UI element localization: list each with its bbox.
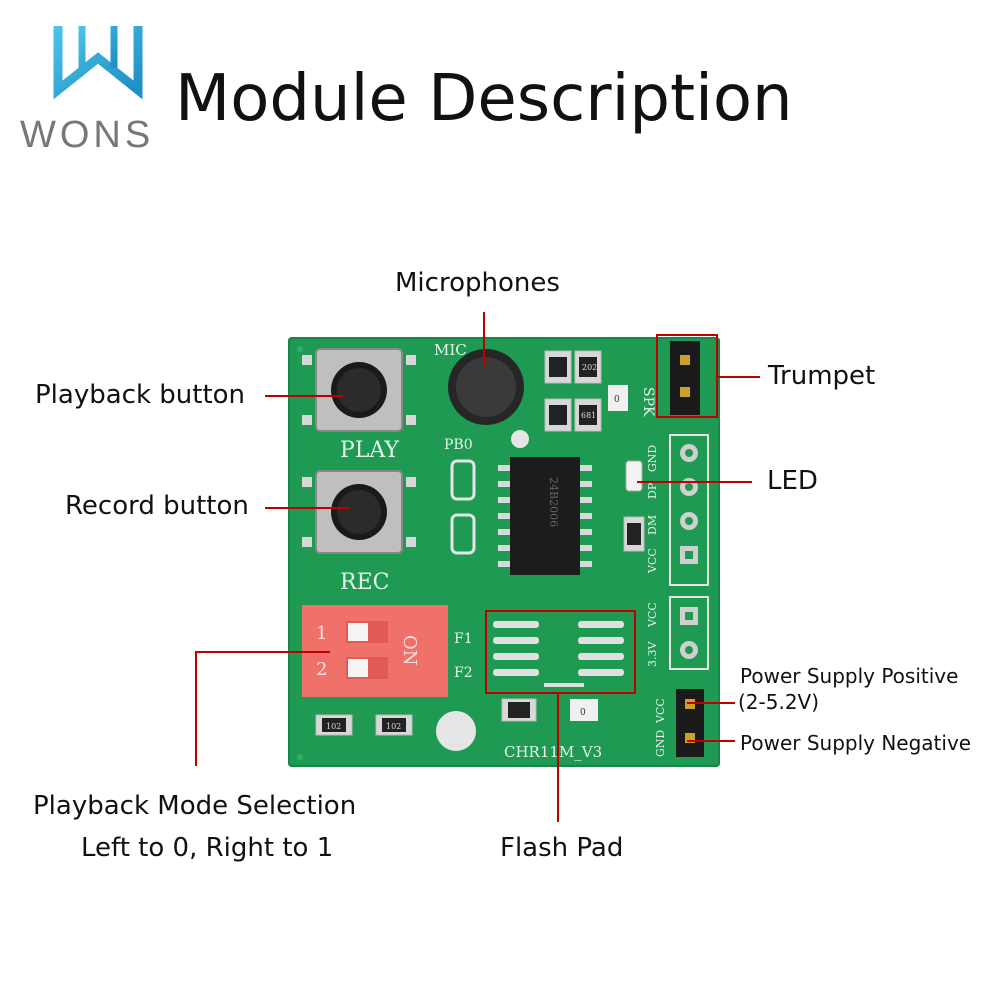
silk-zero-2: 0	[580, 708, 586, 718]
record-button-component	[302, 470, 416, 554]
silk-dip-1: 1	[316, 623, 327, 644]
label-led: LED	[767, 466, 818, 496]
label-power-negative: Power Supply Negative	[740, 731, 972, 755]
silk-gnd-2: GND	[654, 730, 667, 757]
silk-dip-2: 2	[316, 659, 327, 680]
silk-dip-on: ON	[399, 635, 420, 666]
page-title: Module Description	[175, 62, 793, 136]
silk-res-681: 681	[581, 411, 596, 420]
silk-zero: 0	[614, 395, 620, 405]
silk-vcc-3: VCC	[654, 698, 667, 724]
label-trumpet: Trumpet	[768, 361, 876, 391]
label-flash-pad: Flash Pad	[500, 833, 624, 863]
label-microphones: Microphones	[395, 268, 560, 298]
pcb-board: PLAY REC MIC 202 681 0 PB0	[288, 337, 720, 767]
silk-res-102-b: 102	[386, 722, 401, 731]
label-playback-button: Playback button	[35, 380, 246, 410]
silk-vcc-2: VCC	[646, 602, 659, 628]
silk-33v: 3.3V	[646, 641, 659, 667]
dip-switch-component: 1 2 ON	[302, 605, 448, 697]
silk-model: CHR11M_V3	[504, 743, 602, 761]
callout-box-trumpet	[656, 334, 718, 418]
label-mode-selection-line2: Left to 0, Right to 1	[81, 833, 334, 863]
via-dot	[297, 346, 303, 352]
silk-f2: F2	[454, 665, 473, 681]
spk-header	[670, 341, 700, 415]
pcb-drawing: PLAY REC MIC 202 681 0 PB0	[297, 341, 709, 761]
silk-dp: DP	[646, 482, 659, 499]
label-power-positive-range: (2-5.2V)	[738, 690, 820, 714]
w-logo-icon	[53, 26, 143, 100]
via-dot	[297, 754, 303, 760]
brand-logo: WONS	[20, 18, 185, 156]
play-button-component	[302, 348, 416, 432]
ic-chip-component: 24B2006	[498, 457, 592, 575]
mounting-pad	[436, 711, 476, 751]
silk-vcc-1: VCC	[646, 548, 659, 574]
silk-res-202: 202	[582, 363, 597, 372]
silk-dm: DM	[646, 515, 659, 535]
silk-pb0: PB0	[444, 437, 473, 453]
silk-gnd-1: GND	[646, 445, 659, 472]
callout-box-flash-pad	[485, 610, 636, 694]
silk-spk: SPK	[640, 387, 656, 417]
brand-name: WONS	[20, 114, 155, 156]
silk-play: PLAY	[340, 438, 399, 463]
label-record-button: Record button	[65, 491, 249, 521]
flash-pad-component	[493, 621, 624, 687]
silk-res-102-a: 102	[326, 722, 341, 731]
callout-line-mode-selection	[195, 651, 330, 766]
silk-rec: REC	[340, 570, 389, 595]
label-power-positive: Power Supply Positive	[740, 664, 959, 688]
silk-mic: MIC	[434, 341, 467, 359]
label-mode-selection-line1: Playback Mode Selection	[33, 791, 357, 821]
silk-f1: F1	[454, 631, 473, 647]
silk-chip: 24B2006	[547, 477, 560, 527]
